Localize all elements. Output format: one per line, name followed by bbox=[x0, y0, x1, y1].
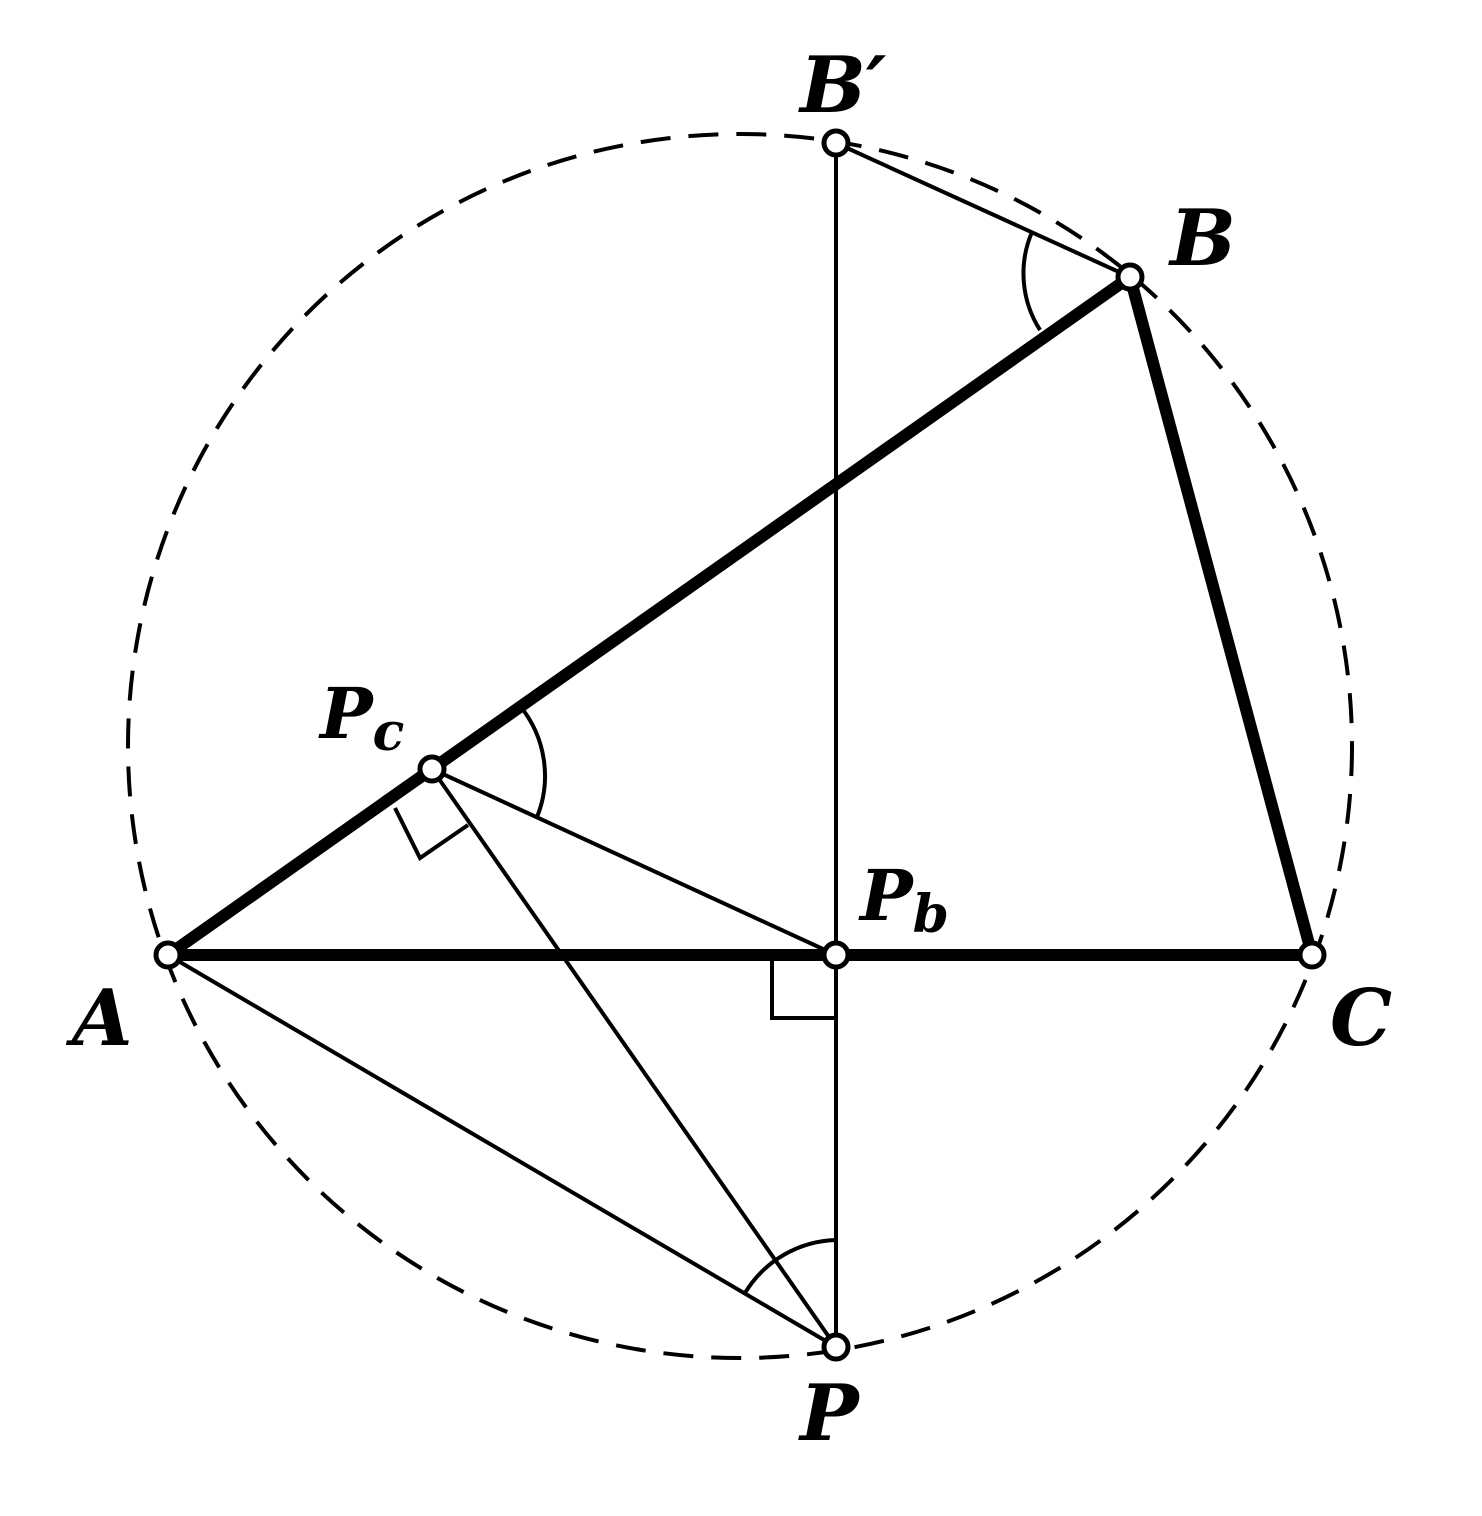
point-p bbox=[821, 1332, 851, 1362]
line-a-p bbox=[166, 953, 838, 1349]
line-pc-p bbox=[430, 767, 838, 1349]
right-angle-marker-pc bbox=[393, 807, 470, 861]
angle-arc-p bbox=[743, 1238, 837, 1295]
label-pc-main: P bbox=[318, 672, 375, 755]
line-pc-pb bbox=[430, 767, 838, 957]
angle-arc-b bbox=[1021, 231, 1042, 332]
point-pb bbox=[821, 940, 851, 970]
point-pc bbox=[417, 754, 447, 784]
label-pb-sub: b bbox=[913, 884, 949, 945]
label-pb-main: P bbox=[858, 854, 915, 937]
label-b: B bbox=[1168, 193, 1236, 284]
line-bprime-b bbox=[834, 141, 1132, 279]
label-p: P bbox=[798, 1368, 861, 1459]
point-c bbox=[1297, 940, 1327, 970]
side-bc bbox=[1124, 271, 1318, 961]
label-bprime: B′ bbox=[798, 40, 887, 131]
point-b bbox=[1115, 262, 1145, 292]
point-bprime bbox=[821, 128, 851, 158]
point-a bbox=[153, 940, 183, 970]
label-pc: Pc bbox=[318, 672, 404, 763]
label-pc-sub: c bbox=[373, 702, 405, 763]
thin-lines bbox=[166, 141, 1132, 1349]
label-pb: Pb bbox=[858, 854, 949, 945]
triangle-abc bbox=[162, 271, 1318, 961]
angle-arc-pc bbox=[518, 704, 547, 818]
circumcircle bbox=[126, 132, 1354, 1360]
side-ab bbox=[162, 271, 1136, 961]
label-c: C bbox=[1330, 973, 1392, 1064]
label-a: A bbox=[65, 973, 133, 1064]
right-angle-marker-pb bbox=[770, 961, 836, 1020]
